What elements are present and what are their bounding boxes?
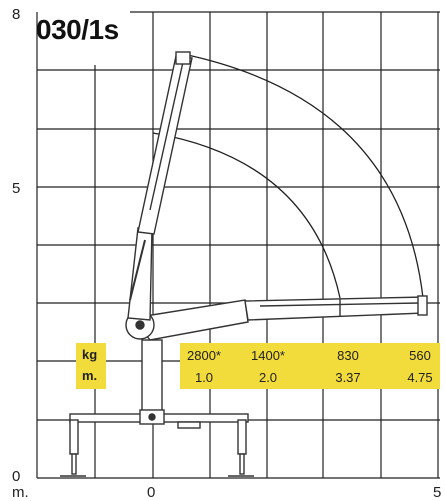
right-outrigger-leg — [237, 419, 247, 455]
crane — [60, 51, 428, 477]
radius-unit-label: m. — [82, 368, 98, 383]
main-boom — [127, 227, 153, 321]
x-tick-5: 5 — [433, 484, 442, 501]
y-tick-5: 5 — [12, 180, 21, 197]
grid — [36, 11, 440, 479]
units-legend: kg m. — [76, 343, 106, 389]
load-unit-label: kg — [82, 347, 98, 362]
y-tick-0: 0 — [12, 468, 21, 485]
crane-column — [141, 339, 163, 415]
inner-reach-arc — [152, 132, 341, 299]
load-value: 1400* — [251, 348, 285, 363]
left-outrigger-leg — [69, 419, 79, 455]
load-value: 560 — [409, 348, 431, 363]
radius-value: 3.37 — [335, 370, 361, 385]
outer-reach-arc — [182, 53, 424, 299]
lower-boom-extension — [244, 296, 426, 321]
y-tick-8: 8 — [12, 6, 21, 23]
load-value: 2800* — [187, 348, 221, 363]
x-tick-0: 0 — [147, 484, 156, 501]
radius-value: 4.75 — [407, 370, 433, 385]
load-value: 830 — [337, 348, 359, 363]
radius-value: 1.0 — [194, 370, 214, 385]
reach-arcs — [152, 53, 424, 299]
load-chart-table: 2800* 1400* 830 560 1.0 2.0 3.37 4.75 — [180, 343, 440, 389]
x-axis-unit: m. — [12, 484, 29, 501]
crane-model-title: 030/1s — [36, 14, 119, 45]
radius-value: 2.0 — [258, 370, 278, 385]
